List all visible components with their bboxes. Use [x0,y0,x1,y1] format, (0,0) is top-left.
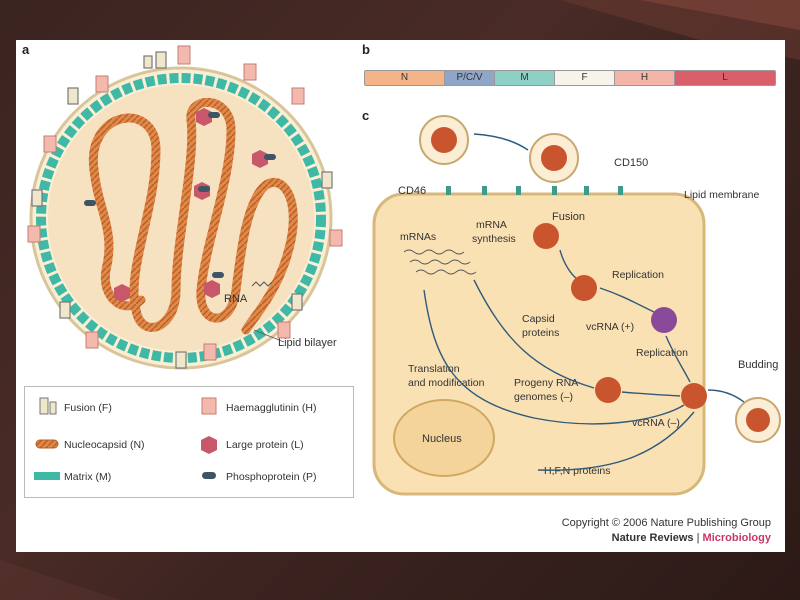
genome-segment-n: N [365,71,445,85]
svg-text:Matrix (M): Matrix (M) [64,471,111,483]
svg-text:and modification: and modification [408,377,485,389]
nucleus-label: Nucleus [422,433,462,445]
large-protein [252,150,268,168]
svg-text:mRNA: mRNA [476,219,507,231]
genome-bar: N P/C/V M F H L [364,70,776,86]
genome-segment-l: L [675,71,775,85]
svg-text:Replication: Replication [612,269,664,281]
vcrna-minus-nucleocapsid [681,383,707,409]
copyright-block: Copyright © 2006 Nature Publishing Group… [561,517,771,544]
svg-text:synthesis: synthesis [472,233,516,245]
legend-item-nucleocapsid: Nucleocapsid (N) [35,439,145,451]
genome-segment-h: H [615,71,675,85]
large-protein [196,108,212,126]
receptors [446,186,623,195]
genome-segment-pcv: P/C/V [445,71,495,85]
budding-virion [735,397,781,443]
surface-glycoproteins [27,45,343,369]
vcrna-minus-label: vcRNA (–) [632,417,680,429]
svg-text:genomes (–): genomes (–) [514,391,573,403]
svg-text:Progeny RNA: Progeny RNA [514,377,578,389]
legend: Fusion (F) Haemagglutinin (H) Nucleocaps… [24,386,354,498]
lipid-bilayer-label: Lipid bilayer [278,337,337,349]
lipid-membrane-label: Lipid membrane [684,189,759,201]
panel-label-b: b [362,42,370,57]
replicating-nucleocapsid [571,275,597,301]
rna-label: RNA [224,293,248,305]
vcrna-plus-label: vcRNA (+) [586,321,634,333]
large-protein [204,280,220,298]
replication-cycle-diagram: CD150 CD46 Lipid membrane Fusion mRNA sy… [372,115,781,496]
legend-item-fusion: Fusion (F) [39,397,112,415]
phosphoprotein [264,154,276,160]
released-nucleocapsid [533,223,559,249]
fusion-label: Fusion [552,211,585,223]
panel-label-c: c [362,108,370,123]
progeny-nucleocapsid [595,377,621,403]
figure-panel: a b c N P/C/V M F H L [16,40,785,552]
copyright-text: Copyright © 2006 Nature Publishing Group [561,517,771,529]
cd150-label: CD150 [614,157,648,169]
legend-item-phosphoprotein: Phosphoprotein (P) [202,471,316,483]
genome-segment-f: F [555,71,615,85]
journal-name: Nature Reviews [611,532,694,544]
svg-text:Phosphoprotein (P): Phosphoprotein (P) [226,471,316,483]
svg-text:Fusion (F): Fusion (F) [64,402,112,414]
svg-text:Nucleocapsid (N): Nucleocapsid (N) [64,439,145,451]
phosphoprotein [208,112,220,118]
hfn-proteins-label: H,F,N proteins [544,465,611,477]
attaching-virion [529,133,579,183]
svg-text:Haemagglutinin (H): Haemagglutinin (H) [226,402,316,414]
genome-segment-m: M [495,71,555,85]
virion-diagram: RNA Lipid bilayer [27,45,343,370]
legend-item-haemagglutinin: Haemagglutinin (H) [201,397,316,415]
legend-item-matrix: Matrix (M) [34,471,111,483]
vcrna-plus-nucleocapsid [651,307,677,333]
journal-section: Microbiology [702,532,771,544]
nucleocapsid-coil [88,97,298,335]
incoming-virion [419,115,469,165]
legend-item-large-protein: Large protein (L) [201,436,304,454]
budding-label: Budding [738,359,778,371]
svg-text:Large protein (L): Large protein (L) [226,439,304,451]
phosphoprotein [212,272,224,278]
svg-text:Capsid: Capsid [522,313,555,325]
nucleus [393,399,495,477]
phosphoprotein [198,186,210,192]
svg-text:Replication: Replication [636,347,688,359]
mrna-strands [403,249,477,275]
panel-label-a: a [22,42,30,57]
svg-text:proteins: proteins [522,327,559,339]
cd46-label: CD46 [398,185,426,197]
phosphoprotein [84,200,96,206]
pathway-arrows [423,249,695,471]
large-protein [114,284,130,302]
mrnas-label: mRNAs [400,231,436,243]
